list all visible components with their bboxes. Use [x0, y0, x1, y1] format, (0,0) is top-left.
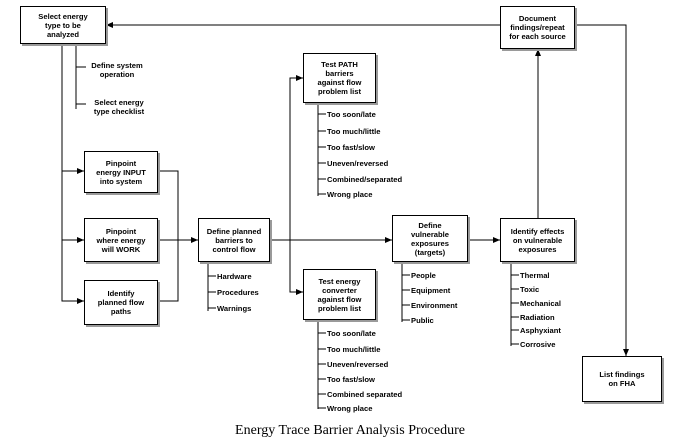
converter-item: Wrong place: [327, 404, 373, 413]
test-converter-box: Test energy converter against flow probl…: [303, 269, 376, 320]
pinpoint-work-box: Pinpoint where energy will WORK: [84, 218, 158, 262]
arrow-to-identify-paths: [61, 171, 84, 304]
exposure-item: Public: [411, 316, 434, 325]
converter-item: Too soon/late: [327, 329, 376, 338]
identify-effects-box: Identify effects on vulnerable exposures: [500, 218, 575, 262]
barrier-item: Hardware: [217, 272, 252, 281]
document-findings-box: Document findings/repeat for each source: [500, 6, 575, 49]
converter-item: Too much/little: [327, 345, 381, 354]
arrow-to-test-path: [289, 75, 303, 240]
test-path-box: Test PATH barriers against flow problem …: [303, 53, 376, 103]
effect-item: Radiation: [520, 313, 555, 322]
effect-item: Toxic: [520, 285, 540, 294]
path-item: Too soon/late: [327, 110, 376, 119]
exposure-item: Equipment: [411, 286, 451, 295]
path-item: Too much/little: [327, 127, 381, 136]
list-findings-box: List findings on FHA: [582, 356, 662, 402]
exposure-item: People: [411, 271, 436, 280]
effect-item: Thermal: [520, 271, 550, 280]
effect-item: Mechanical: [520, 299, 561, 308]
path-item: Wrong place: [327, 190, 373, 199]
path-item: Combined/separated: [327, 175, 403, 184]
define-exposures-box: Define vulnerable exposures (targets): [392, 215, 468, 262]
define-barriers-box: Define planned barriers to control flow: [198, 218, 270, 262]
identify-paths-box: Identify planned flow paths: [84, 280, 158, 325]
barrier-item: Procedures: [217, 288, 259, 297]
pinpoint-input-box: Pinpoint energy INPUT into system: [84, 151, 158, 193]
arrow-document-to-list: [575, 24, 629, 356]
arrow-to-test-converter: [289, 240, 303, 295]
path-item: Too fast/slow: [327, 143, 375, 152]
converter-item: Too fast/slow: [327, 375, 375, 384]
select-subitem: Define system operation: [91, 61, 143, 79]
figure-caption: Energy Trace Barrier Analysis Procedure: [235, 423, 465, 438]
arrow-to-pinpoint-input: [61, 44, 84, 174]
select-subitem: Select energy type checklist: [93, 98, 145, 116]
barrier-item: Warnings: [217, 304, 252, 313]
effect-item: Corrosive: [520, 340, 556, 349]
path-item: Uneven/reversed: [327, 159, 389, 168]
converter-item: Combined separated: [327, 390, 403, 399]
select-energy-box: Select energy type to be analyzed: [20, 6, 106, 44]
effect-item: Asphyxiant: [520, 326, 561, 335]
converter-item: Uneven/reversed: [327, 360, 389, 369]
exposure-item: Environment: [411, 301, 458, 310]
